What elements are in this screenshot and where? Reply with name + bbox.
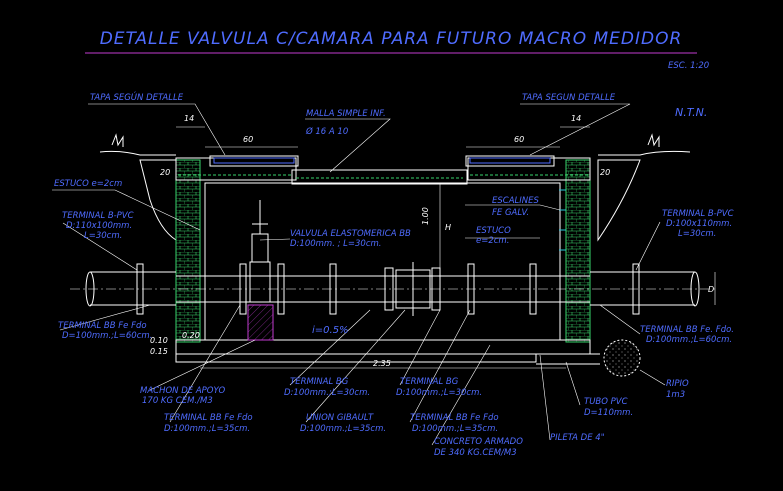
label-terminal-bb-left-2: D=100mm.;L=60cm. <box>62 331 152 341</box>
label-tubo-2: D=110mm. <box>584 408 633 418</box>
label-terminal-bb-left-1: TERMINAL BB Fe Fdo <box>58 321 147 331</box>
label-terminal-right-2: D:100x110mm. <box>666 219 732 229</box>
scale-label: ESC. 1:20 <box>668 61 709 71</box>
dim-010: 0.10 <box>150 336 168 345</box>
lid-right <box>465 155 555 167</box>
label-terminal-bb-right-1: TERMINAL BB Fe. Fdo. <box>640 325 734 335</box>
ripio <box>603 339 641 377</box>
right-wall <box>565 159 591 343</box>
drawing-title: DETALLE VALVULA C/CAMARA PARA FUTURO MAC… <box>100 29 683 49</box>
label-terminal-bg1-2: D:100mm.;L=30cm. <box>284 388 370 398</box>
pipe-internal <box>176 275 590 303</box>
label-terminal-bb-fdo-1: TERMINAL BB Fe Fdo <box>164 413 253 423</box>
label-estuco-right-1: ESTUCO <box>476 226 511 236</box>
label-terminal-bg2-2: D:100mm.;L=30cm. <box>396 388 482 398</box>
label-terminal-bg1-1: TERMINAL BG <box>290 377 349 387</box>
leaders <box>52 103 666 446</box>
machon-apoyo <box>247 304 274 341</box>
label-valvula-1: VALVULA ELASTOMERICA BB <box>290 229 411 239</box>
label-terminal-right-3: L=30cm. <box>678 229 716 239</box>
label-terminal-right-1: TERMINAL B-PVC <box>662 209 734 219</box>
pipe-left <box>90 271 176 306</box>
label-terminal-bb-fdo2-1: TERMINAL BB Fe Fdo <box>410 413 499 423</box>
label-terminal-bg2-1: TERMINAL BG <box>400 377 459 387</box>
label-estuco-right-2: e=2cm. <box>476 236 509 246</box>
pipe-left-end <box>85 271 95 307</box>
left-wall <box>175 159 201 343</box>
label-union-2: D:100mm.;L=35cm. <box>300 424 386 434</box>
label-tapa-right: TAPA SEGUN DETALLE <box>522 93 616 103</box>
valve-body <box>249 200 271 303</box>
escalines <box>559 189 566 251</box>
label-terminal-bb-fdo2-2: D:100mm.;L=35cm. <box>412 424 498 434</box>
label-valvula-2: D:100mm. ; L=30cm. <box>290 239 382 249</box>
label-terminal-left-2: D:110x100mm. <box>66 221 132 231</box>
label-machon-2: 170 KG CEM./M3 <box>142 396 213 406</box>
ground-right <box>597 133 691 242</box>
pipe-right-end <box>690 271 700 307</box>
label-pileta: PILETA DE 4" <box>550 433 605 443</box>
label-ripio-2: 1m3 <box>666 390 685 400</box>
top-slab-mid <box>291 169 468 185</box>
label-terminal-left-1: TERMINAL B-PVC <box>62 211 134 221</box>
dim-H: H <box>445 223 451 232</box>
label-ntn: N.T.N. <box>675 106 707 119</box>
label-estuco-left: ESTUCO e=2cm <box>54 179 122 189</box>
label-malla: MALLA SIMPLE INF. <box>306 109 386 119</box>
label-escalines-2: FE GALV. <box>492 208 529 218</box>
lid-right-inner <box>469 157 551 164</box>
dim-D: D <box>708 285 714 294</box>
dim-100: 1.00 <box>421 207 430 225</box>
label-terminal-bb-right-2: D:100mm.;L=60cm. <box>646 335 732 345</box>
label-tubo-1: TUBO PVC <box>584 397 628 407</box>
lid-left <box>209 155 299 167</box>
label-concreto-2: DE 340 KG.CEM/M3 <box>434 448 517 458</box>
drain-pipe <box>536 353 600 365</box>
label-escalines-1: ESCALINES <box>492 196 539 206</box>
label-machon-1: MACHON DE APOYO <box>140 386 226 396</box>
pipe-right <box>590 271 695 306</box>
dim-20-right: 20 <box>600 168 610 177</box>
floor-slab <box>175 339 591 355</box>
floor-base <box>175 353 537 363</box>
dim-020: 0.20 <box>182 331 200 340</box>
dim-14-right: 14 <box>571 114 581 123</box>
dim-60-left: 60 <box>243 135 253 144</box>
label-terminal-left-3: L=30cm. <box>84 231 122 241</box>
label-concreto-1: CONCRETO ARMADO <box>434 437 523 447</box>
label-ripio-1: RIPIO <box>666 379 689 389</box>
label-malla-diam: Ø 16 A 10 <box>305 126 348 137</box>
label-union-1: UNION GIBAULT <box>306 413 374 423</box>
label-tapa-left: TAPA SEGÚN DETALLE <box>90 91 184 103</box>
dim-60-right: 60 <box>514 135 524 144</box>
dim-14-left: 14 <box>184 114 194 123</box>
dim-20-left: 20 <box>160 168 170 177</box>
flanges <box>136 263 640 315</box>
label-pendiente: i=0.5% <box>312 325 349 336</box>
label-terminal-bb-fdo-2: D:100mm.;L=35cm. <box>164 424 250 434</box>
lid-left-inner <box>213 157 295 164</box>
dim-015: 0.15 <box>150 347 168 356</box>
dim-235: 2.35 <box>373 359 391 368</box>
